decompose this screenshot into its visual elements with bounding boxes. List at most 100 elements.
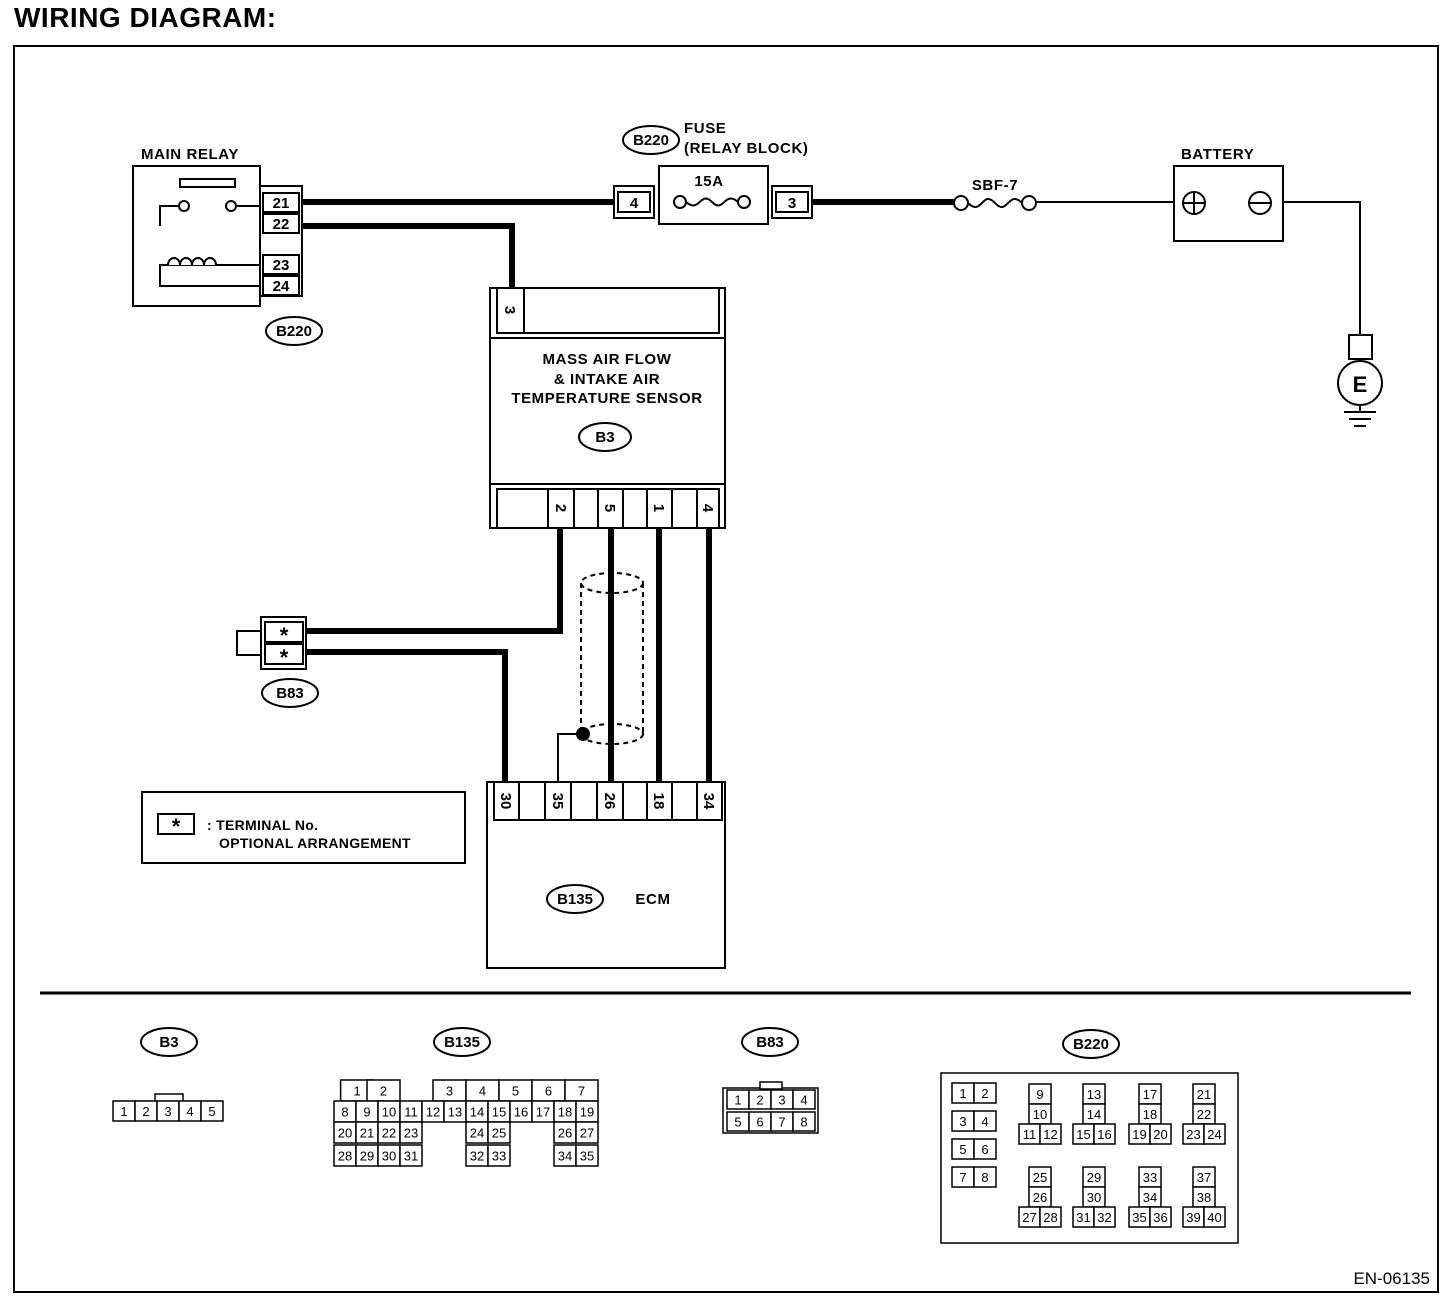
- b135-view-pin-4: 4: [479, 1084, 486, 1099]
- b135-view-pin-23-box: [399, 1121, 423, 1144]
- b135-view-pin-28: 28: [338, 1149, 352, 1164]
- relay-pin-22: 22: [273, 216, 290, 233]
- b135-view-pin-22: 22: [382, 1126, 396, 1141]
- b83-view-pin-6: 6: [756, 1115, 763, 1130]
- b83-view-pin-5: 5: [734, 1115, 741, 1130]
- b220-view-pin-40: 40: [1207, 1210, 1221, 1225]
- ecm-connector-label: B135: [557, 891, 593, 908]
- b220-view-pin-16-box: [1093, 1123, 1116, 1145]
- b220-view-pin-13: 13: [1087, 1087, 1101, 1102]
- b220-view-pin-11: 11: [1023, 1127, 1037, 1142]
- b220-view-pin-19: 19: [1132, 1127, 1146, 1142]
- b135-view-pin-31: 31: [404, 1149, 418, 1164]
- b135-view-pin-8: 8: [341, 1105, 348, 1120]
- b83-connector: * * B83: [236, 616, 319, 708]
- b83-view-pin-1: 1: [734, 1093, 741, 1108]
- b135-view-pin-3: 3: [446, 1084, 453, 1099]
- wire-battery-to-ground: [1283, 201, 1361, 335]
- b220-view-pin-4-box: [973, 1110, 997, 1132]
- b220-view-pin-30: 30: [1087, 1190, 1101, 1205]
- maf-connector-label: B3: [595, 429, 614, 446]
- b220-view-pin-28: 28: [1043, 1210, 1057, 1225]
- b220-view-pin-25: 25: [1033, 1170, 1047, 1185]
- b220-view-pin-33: 33: [1143, 1170, 1157, 1185]
- b220-view-pin-37: 37: [1197, 1170, 1211, 1185]
- b135-view-pin-10: 10: [382, 1105, 396, 1120]
- b135-view-pin-12: 12: [426, 1105, 440, 1120]
- b220-view-pin-12-box: [1039, 1123, 1062, 1145]
- sbf-element-icon: [967, 197, 1023, 209]
- fuse-rating: 15A: [694, 173, 723, 190]
- b135-view-label: B135: [444, 1034, 480, 1051]
- b135-view-pin-24: 24: [470, 1126, 484, 1141]
- sbf-fuse: SBF-7: [953, 177, 1037, 211]
- b220-view-pin-10: 10: [1033, 1107, 1047, 1122]
- b135-view-pin-5: 5: [512, 1084, 519, 1099]
- b220-view-pin-36-box: [1149, 1206, 1172, 1228]
- b220-view-pin-34: 34: [1143, 1190, 1157, 1205]
- wires: [302, 199, 1361, 782]
- b220-view-pin-6: 6: [981, 1142, 988, 1157]
- b220-view-pin-3: 3: [959, 1114, 966, 1129]
- b220-view-pin-12: 12: [1043, 1127, 1057, 1142]
- b135-view-pin-9: 9: [363, 1105, 370, 1120]
- b220-view-pin-26: 26: [1033, 1190, 1047, 1205]
- fuse-pin-in: 4: [630, 195, 639, 212]
- maf-pin-5: 5: [601, 504, 618, 512]
- b220-view-pin-18: 18: [1143, 1107, 1157, 1122]
- ecm-pin-18: 18: [650, 793, 667, 810]
- b220-view-pin-17: 17: [1143, 1087, 1157, 1102]
- ecm-label: ECM: [635, 891, 670, 908]
- b220-view-pin-16: 16: [1097, 1127, 1111, 1142]
- maf-pin-2: 2: [552, 504, 569, 512]
- b3-view-pin-5-box: [200, 1100, 224, 1122]
- b220-view-pin-9: 9: [1036, 1087, 1043, 1102]
- maf-label-line1: MASS AIR FLOW: [543, 351, 672, 368]
- b135-view-pin-23: 23: [404, 1126, 418, 1141]
- b135-view-pin-14: 14: [470, 1105, 484, 1120]
- ecm: 30 35 26 18 34 B135 ECM: [486, 781, 726, 969]
- b220-view-pin-32: 32: [1097, 1210, 1111, 1225]
- wire-shield-to-ecm35: [557, 733, 583, 782]
- b135-view-pin-6: 6: [545, 1084, 552, 1099]
- b220-view-pin-6-box: [973, 1138, 997, 1160]
- maf-label-line3: TEMPERATURE SENSOR: [511, 390, 702, 407]
- main-relay: MAIN RELAY 21 22 23 24 B220: [132, 146, 323, 346]
- b220-view-pin-35: 35: [1132, 1210, 1146, 1225]
- fuse-label-line1: FUSE: [684, 120, 726, 137]
- b220-view-pin-15: 15: [1076, 1127, 1090, 1142]
- relay-coil-icon: [167, 257, 217, 266]
- b83-view-label: B83: [756, 1034, 784, 1051]
- main-relay-title: MAIN RELAY: [141, 146, 239, 163]
- document-code: EN-06135: [1353, 1269, 1430, 1288]
- b220-view-pin-1: 1: [959, 1086, 966, 1101]
- b220-view-label: B220: [1073, 1036, 1109, 1053]
- b220-view-pin-4: 4: [981, 1114, 988, 1129]
- b135-view-pin-30: 30: [382, 1149, 396, 1164]
- b220-view-pin-7: 7: [959, 1170, 966, 1185]
- b3-view-pin-4: 4: [186, 1104, 193, 1119]
- relay-pin-23: 23: [273, 257, 290, 274]
- b135-view-pin-33-box: [487, 1144, 511, 1167]
- shield-ground-dot: [576, 727, 590, 741]
- b220-view-pin-27: 27: [1022, 1210, 1036, 1225]
- maf-pin-3: 3: [501, 306, 518, 314]
- b220-view-pin-20: 20: [1153, 1127, 1167, 1142]
- b220-view-pin-20-box: [1149, 1123, 1172, 1145]
- b135-view-pin-31-box: [399, 1144, 423, 1167]
- relay-pin-24: 24: [273, 278, 290, 295]
- b220-view-pin-5: 5: [959, 1142, 966, 1157]
- b220-view-pin-21: 21: [1197, 1087, 1211, 1102]
- ground-point: E: [1337, 334, 1383, 427]
- b220-view-pin-39: 39: [1186, 1210, 1200, 1225]
- b83-pin-2: *: [280, 645, 289, 670]
- b83-view-pin-8: 8: [800, 1115, 807, 1130]
- b135-view-pin-19: 19: [580, 1105, 594, 1120]
- page-title: WIRING DIAGRAM:: [14, 2, 277, 33]
- ground-label: E: [1353, 372, 1368, 397]
- maf-pin-4: 4: [699, 504, 716, 513]
- fuse-element-icon: [685, 197, 739, 207]
- b220-view-pin-38: 38: [1197, 1190, 1211, 1205]
